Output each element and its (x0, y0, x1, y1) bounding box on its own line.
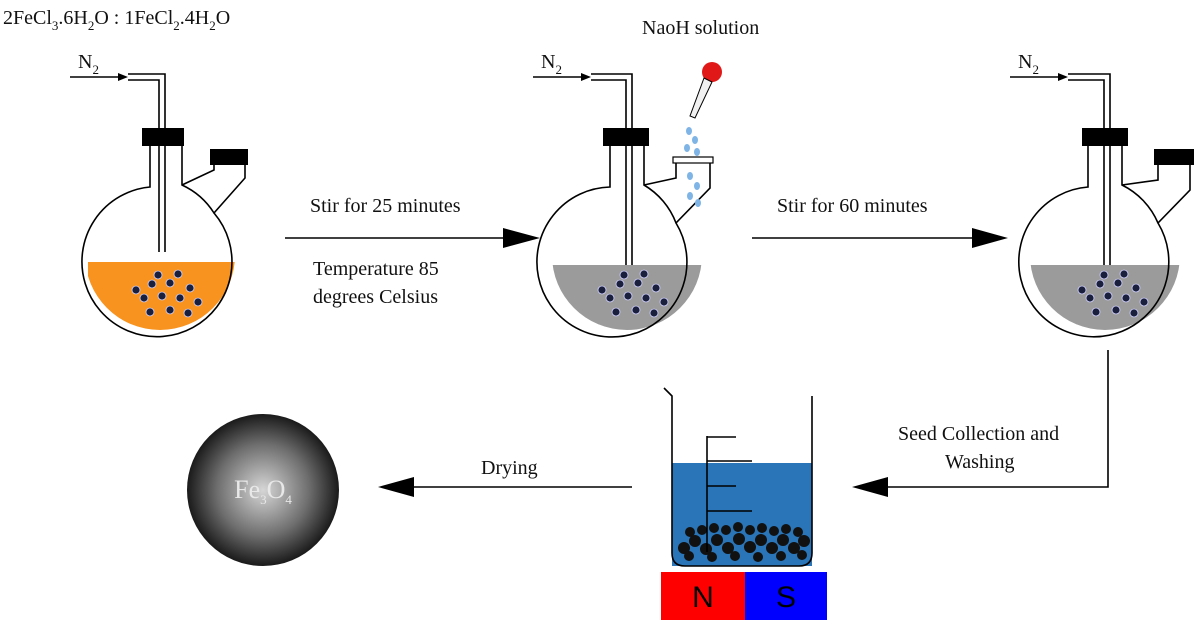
step1-temp-label-line1: Temperature 85 (313, 258, 439, 280)
step1-temp-label-line2: degrees Celsius (313, 286, 438, 308)
beaker-graduations (706, 436, 752, 552)
nitrogen-arrow-3 (1010, 73, 1068, 81)
product-formula: Fe3O4 (234, 475, 292, 507)
side-neck-rim-2 (672, 156, 714, 164)
nitrogen-label-1: N2 (78, 51, 99, 77)
flask-2: NaoH solution N2 (533, 17, 759, 338)
nitrogen-arrow-2 (533, 73, 591, 81)
reactant-formula: 2FeCl3.6H2O : 1FeCl2.4H2O (3, 7, 230, 33)
naoh-label: NaoH solution (642, 17, 759, 39)
magnet: N S (661, 572, 827, 620)
step3-label-line1: Seed Collection and (898, 423, 1059, 445)
arrow-step-2 (752, 228, 1008, 248)
flask-body-2 (536, 145, 711, 338)
stopper-side-3 (1154, 149, 1194, 165)
stopper-main-3 (1082, 128, 1128, 146)
collected-particles (678, 522, 810, 562)
nitrogen-arrow-1 (70, 73, 128, 81)
magnet-south (745, 572, 827, 620)
step2-stir-label: Stir for 60 minutes (777, 195, 928, 217)
fe3o4-sphere: Fe3O4 (187, 414, 339, 566)
flask-body-1 (81, 145, 246, 338)
nitrogen-label-3: N2 (1018, 51, 1039, 77)
solution-gray-3 (1030, 265, 1180, 330)
magnet-south-label: S (776, 581, 796, 614)
stopper-main-2 (603, 128, 649, 146)
dropper (689, 62, 722, 119)
step3-label-line2: Washing (945, 451, 1015, 473)
particles-1 (131, 269, 203, 318)
arrow-step-1 (285, 228, 540, 248)
beaker (663, 387, 813, 567)
naoh-droplets (684, 127, 701, 207)
flask-3: N2 (1010, 51, 1194, 338)
step4-drying-label: Drying (481, 457, 538, 479)
magnet-north-label: N (692, 581, 714, 614)
solution-gray-2 (552, 265, 702, 330)
step1-stir-label: Stir for 25 minutes (310, 195, 461, 217)
stopper-side-1 (210, 149, 248, 165)
stopper-main-1 (142, 128, 184, 146)
magnet-north (661, 572, 745, 620)
gas-inlet-tube-3 (1068, 73, 1111, 268)
arrow-step-3 (852, 350, 1109, 497)
flask-1: N2 (70, 51, 248, 338)
particles-3 (1077, 269, 1149, 318)
gas-inlet-tube-1 (128, 73, 166, 252)
gas-inlet-tube-2 (591, 73, 633, 268)
arrow-step-4 (378, 477, 632, 497)
nitrogen-label-2: N2 (541, 51, 562, 77)
particles-2 (597, 269, 669, 318)
dropper-bulb (702, 62, 722, 82)
